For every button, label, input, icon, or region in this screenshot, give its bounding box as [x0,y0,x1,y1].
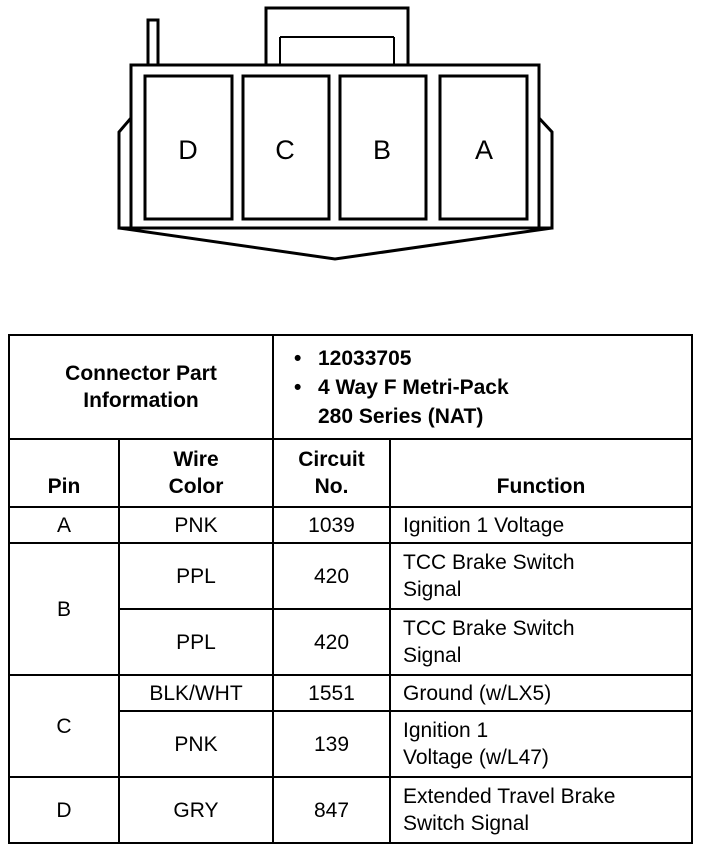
connector-left-wing [117,117,133,230]
circuit-cell: 1551 [272,674,391,712]
function-line1: Ground (w/LX5) [403,681,552,705]
function-cell: Ignition 1 Voltage [389,506,693,544]
function-line2: Signal [403,644,462,667]
pin-label-d: D [178,135,198,165]
circuit-cell: 420 [272,542,391,610]
function-line1: Ignition 1 Voltage [403,513,565,537]
function-line1: Extended Travel Brake [403,785,616,808]
function-cell: Ignition 1 Voltage (w/L47) [389,710,693,778]
pin-cell: D [8,776,120,844]
pin-cell: C [8,674,120,778]
connector-key-arrow [118,226,553,261]
connector-face-diagram: D C B A [117,6,554,261]
table-row: PPL 420 TCC Brake Switch Signal [9,608,693,676]
table-row: A PNK 1039 Ignition 1 Voltage [8,506,693,544]
col-header-circuit-line2: No. [314,475,349,498]
part-info-label: Connector Part Information [8,334,274,440]
table-row: PNK 139 Ignition 1 Voltage (w/L47) [9,710,693,778]
circuit-cell: 1039 [272,506,391,544]
pin-cavity-c [241,74,331,221]
part-description: 4 Way F Metri-Pack 280 Series (NAT) [294,373,691,431]
table-row: D GRY 847 Extended Travel Brake Switch S… [8,776,693,844]
pin-label-a: A [475,135,493,165]
col-header-function: Function [389,438,693,508]
connector-post [146,18,160,65]
pin-cavity-d [143,74,234,221]
pin-cavity-b [338,74,428,221]
pin-cell: A [8,506,120,544]
pin-label-c: C [275,135,295,165]
function-cell: Ground (w/LX5) [389,674,693,712]
part-info-label-line2: Information [83,389,199,412]
circuit-cell: 139 [272,710,391,778]
table-row: C BLK/WHT 1551 Ground (w/LX5) [8,674,693,778]
function-cell: Extended Travel Brake Switch Signal [389,776,693,844]
circuit-cell: 847 [272,776,391,844]
col-header-circuit: Circuit No. [272,438,391,508]
col-header-circuit-line1: Circuit [298,448,365,471]
connector-latch [264,6,410,65]
connector-pin-table: Connector Part Information 12033705 4 Wa… [8,334,693,844]
function-cell: TCC Brake Switch Signal [389,608,693,676]
wire-color-cell: PPL [118,542,274,610]
part-info-row: Connector Part Information 12033705 4 Wa… [8,334,693,440]
wire-color-cell: PPL [118,608,274,676]
pin-label-b: B [373,135,391,165]
part-info-details: 12033705 4 Way F Metri-Pack 280 Series (… [272,334,693,440]
table-row: B PPL 420 TCC Brake Switch Signal [8,542,693,676]
function-line2: Voltage (w/L47) [403,746,549,769]
part-description-line1: 4 Way F Metri-Pack [318,375,509,399]
pin-cell: B [8,542,120,676]
col-header-pin: Pin [8,438,120,508]
function-line1: TCC Brake Switch [403,617,575,640]
part-number: 12033705 [294,344,691,373]
wire-color-cell: GRY [118,776,274,844]
col-header-wire-line2: Color [168,475,224,498]
wire-color-cell: BLK/WHT [118,674,274,712]
function-cell: TCC Brake Switch Signal [389,542,693,610]
wire-color-cell: PNK [118,710,274,778]
function-line2: Switch Signal [403,812,530,835]
pin-cavity-a [438,74,529,221]
part-description-line2: 280 Series (NAT) [318,404,484,428]
col-header-wire-color: Wire Color [118,438,274,508]
function-line2: Signal [403,578,462,601]
function-line1: TCC Brake Switch [403,551,575,574]
part-info-label-line1: Connector Part [65,362,217,385]
wire-color-cell: PNK [118,506,274,544]
function-line1: Ignition 1 [403,719,489,742]
connector-right-wing [537,116,554,230]
circuit-cell: 420 [272,608,391,676]
col-header-wire-line1: Wire [173,448,219,471]
column-header-row: Pin Wire Color Circuit No. Function [8,438,693,508]
